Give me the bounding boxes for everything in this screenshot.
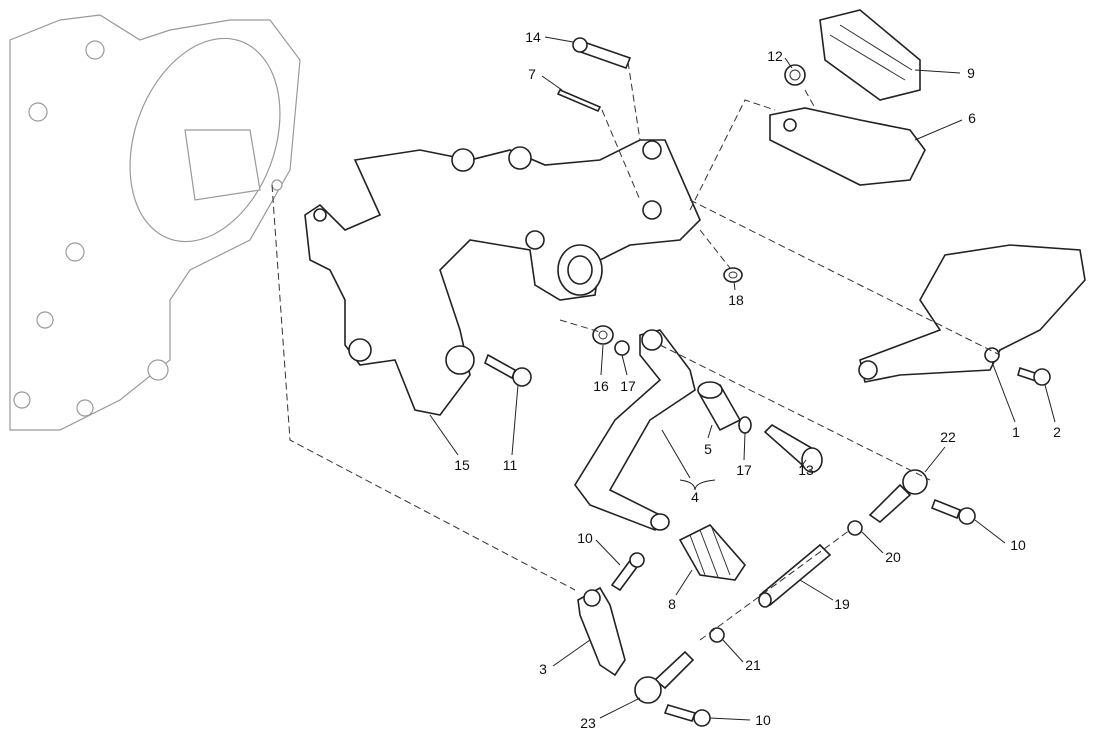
callout-17: 17 <box>620 378 636 394</box>
pivot-bolt-13 <box>763 423 823 473</box>
washer-17 <box>614 340 630 356</box>
shift-arm-3 <box>577 586 626 677</box>
footpeg-rubber-9 <box>819 9 921 101</box>
callout-4: 4 <box>691 489 699 505</box>
callout-15: 15 <box>454 457 470 473</box>
cotter-pin-7 <box>556 88 602 113</box>
leader-lines <box>429 36 1056 721</box>
callout-7: 7 <box>528 66 536 82</box>
shift-rod-19 <box>758 543 832 608</box>
callout-2: 2 <box>1053 424 1061 440</box>
bolt-10c <box>663 704 711 727</box>
callout-12: 12 <box>767 48 783 64</box>
callout-14: 14 <box>525 29 541 45</box>
callout-3: 3 <box>539 661 547 677</box>
callout-23: 23 <box>580 715 596 731</box>
callout-9: 9 <box>967 65 975 81</box>
callout-21: 21 <box>745 657 761 673</box>
callout-8: 8 <box>668 596 676 612</box>
bolt-10b <box>930 498 976 525</box>
bushing-5 <box>697 381 742 432</box>
callout-10a: 10 <box>577 530 593 546</box>
screw-2 <box>1017 366 1051 386</box>
callout-17b: 17 <box>736 462 752 478</box>
bolt-11 <box>484 353 532 387</box>
engine-casing <box>9 14 301 431</box>
callout-5: 5 <box>704 441 712 457</box>
pin-14 <box>572 37 632 70</box>
callout-20: 20 <box>885 549 901 565</box>
spring-12 <box>784 64 806 86</box>
callout-19: 19 <box>834 596 850 612</box>
washer-17b <box>738 416 752 434</box>
callout-10b: 10 <box>1010 537 1026 553</box>
rod-end-22 <box>868 469 928 524</box>
callout-16: 16 <box>593 378 609 394</box>
callout-6: 6 <box>968 110 976 126</box>
bolt-10a <box>610 552 645 592</box>
callout-22: 22 <box>940 429 956 445</box>
gear-rubber-8 <box>678 524 747 581</box>
callout-1: 1 <box>1012 424 1020 440</box>
callout-10c: 10 <box>755 712 771 728</box>
nut-20 <box>847 520 863 536</box>
footpeg-6 <box>769 107 926 186</box>
rod-end-23 <box>634 650 695 704</box>
washer-18 <box>723 267 743 283</box>
footrest-bracket <box>304 139 701 416</box>
callout-18: 18 <box>728 292 744 308</box>
heel-guard-1 <box>858 244 1086 383</box>
gear-lever-4 <box>574 329 696 532</box>
nut-21 <box>709 627 725 643</box>
callout-13: 13 <box>798 462 814 478</box>
callout-11: 11 <box>502 457 518 473</box>
assembly-lines <box>271 61 1001 641</box>
washer-16 <box>592 325 614 345</box>
